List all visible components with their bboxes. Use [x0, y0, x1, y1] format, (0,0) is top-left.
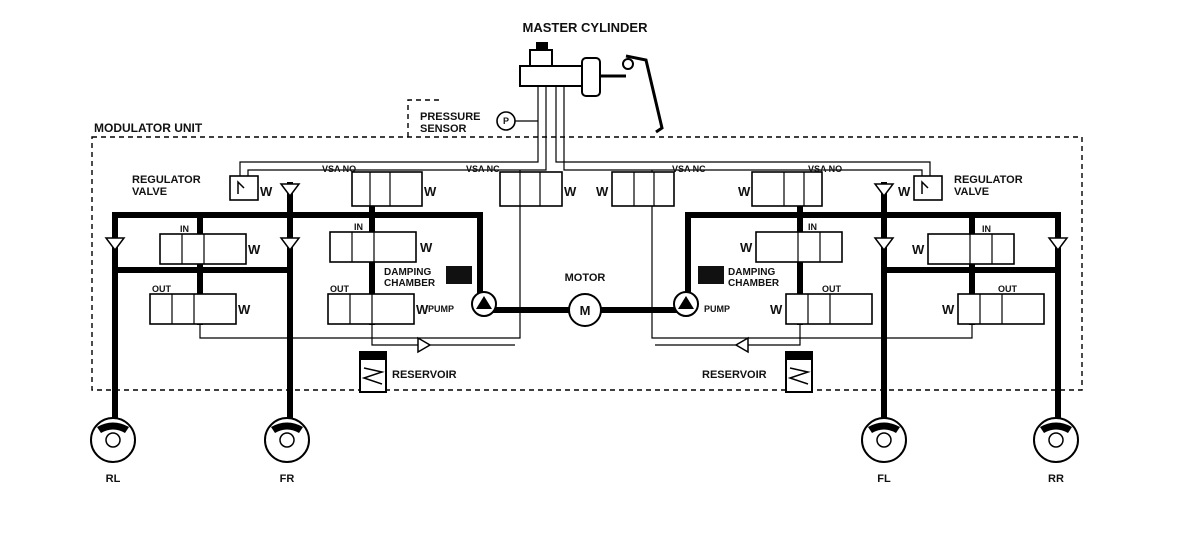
regulator-valve-left-label-1: REGULATOR: [132, 174, 201, 186]
reservoir-left-label: RESERVOIR: [392, 369, 457, 381]
spring-symbol: W: [738, 184, 751, 199]
spring-symbol: W: [564, 184, 577, 199]
wheel-brake-fr: [264, 417, 310, 463]
regulator-valve-right-label-1: REGULATOR: [954, 174, 1023, 186]
out-valve-fr: [327, 293, 415, 325]
pump-right-label: PUMP: [704, 304, 730, 314]
spring-symbol: W: [942, 302, 955, 317]
spring-symbol: W: [770, 302, 783, 317]
modulator-unit-label: MODULATOR UNIT: [94, 121, 203, 135]
in-valve-fr: [329, 231, 417, 263]
wheel-label-fl: FL: [877, 473, 891, 485]
in-valve-fr-label: IN: [354, 222, 363, 232]
spring-symbol: W: [898, 184, 911, 199]
wheel-brake-rl: [90, 417, 136, 463]
out-valve-rl-label: OUT: [152, 284, 172, 294]
spring-symbol: W: [740, 240, 753, 255]
motor-symbol: M: [580, 303, 591, 318]
vsa-nc-valve-right: [611, 171, 675, 207]
in-valve-fl: [755, 231, 843, 263]
regulator-valve-left: [229, 175, 259, 201]
spring-symbol: W: [238, 302, 251, 317]
out-valve-rr-label: OUT: [998, 284, 1018, 294]
pressure-sensor-label-1: PRESSURE: [420, 111, 481, 123]
check-valves: [104, 183, 1069, 354]
wheel-label-rl: RL: [106, 473, 121, 485]
wheel-brake-rr: [1033, 417, 1079, 463]
spring-symbol: W: [596, 184, 609, 199]
vsa-nc-left-label: VSA NC: [466, 164, 500, 174]
damping-chamber-right: [698, 266, 724, 284]
regulator-valve-right: [913, 175, 943, 201]
vsa-nc-valve-left: [499, 171, 563, 207]
master-cylinder: [519, 42, 664, 134]
out-valve-rl: [149, 293, 237, 325]
spring-symbol: W: [416, 302, 429, 317]
pressure-sensor: [496, 111, 538, 131]
out-valve-fl-label: OUT: [822, 284, 842, 294]
damping-chamber-right-label-1: DAMPING: [728, 267, 775, 278]
spring-symbol: W: [248, 242, 261, 257]
spring-symbol: W: [424, 184, 437, 199]
pressure-sensor-label-2: SENSOR: [420, 123, 467, 135]
spring-symbol: W: [912, 242, 925, 257]
regulator-valve-left-label-2: VALVE: [132, 186, 167, 198]
out-valve-fl: [785, 293, 873, 325]
wheel-label-rr: RR: [1048, 473, 1064, 485]
sensor-dashed-lead: [407, 99, 440, 137]
regulator-valve-right-label-2: VALVE: [954, 186, 989, 198]
damping-chamber-left-label-1: DAMPING: [384, 267, 431, 278]
pressure-sensor-symbol: P: [503, 116, 509, 126]
spring-symbol: W: [260, 184, 273, 199]
pump-left-label: PUMP: [428, 304, 454, 314]
motor-label: MOTOR: [565, 272, 606, 284]
wheel-label-fr: FR: [280, 473, 295, 485]
vsa-nc-right-label: VSA NC: [672, 164, 706, 174]
wheel-brake-fl: [861, 417, 907, 463]
spring-symbol: W: [420, 240, 433, 255]
master-cylinder-label: MASTER CYLINDER: [523, 20, 649, 35]
damping-chamber-right-label-2: CHAMBER: [728, 278, 780, 289]
in-valve-rl: [159, 233, 247, 265]
in-valve-rl-label: IN: [180, 224, 189, 234]
damping-chamber-left-label-2: CHAMBER: [384, 278, 436, 289]
master-outlet-lines: [239, 86, 931, 196]
out-valve-fr-label: OUT: [330, 284, 350, 294]
vsa-no-left-label: VSA NO: [322, 164, 356, 174]
modulator-unit-boundary: [91, 136, 1083, 391]
reservoir-right-label: RESERVOIR: [702, 369, 767, 381]
reservoir-left: [359, 351, 387, 393]
in-valve-rr-label: IN: [982, 224, 991, 234]
damping-chamber-left: [446, 266, 472, 284]
vsa-no-right-label: VSA NO: [808, 164, 842, 174]
pump-right: [673, 291, 699, 317]
out-valve-rr: [957, 293, 1045, 325]
pump-left: [471, 291, 497, 317]
return-lines: [199, 170, 973, 346]
vsa-no-valve-right: [751, 171, 823, 207]
in-valve-fl-label: IN: [808, 222, 817, 232]
motor: [568, 293, 602, 327]
in-valve-rr: [927, 233, 1015, 265]
vsa-no-valve-left: [351, 171, 423, 207]
reservoir-right: [785, 351, 813, 393]
